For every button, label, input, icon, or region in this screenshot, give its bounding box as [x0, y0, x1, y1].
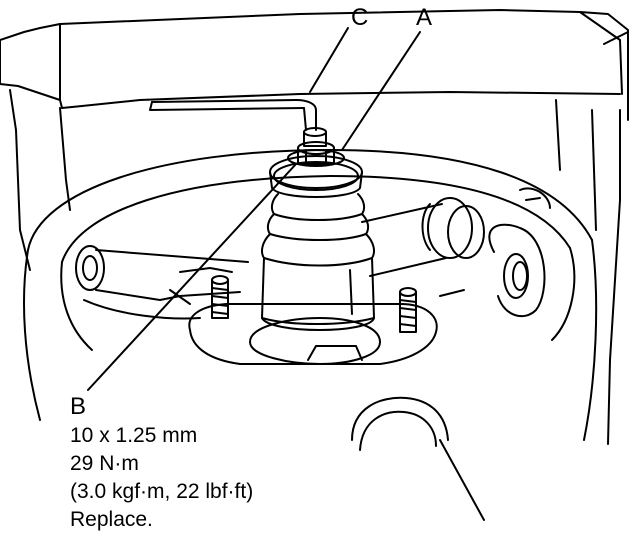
dust-boot — [261, 193, 375, 331]
callout-a: A — [416, 4, 432, 31]
lower-opening — [351, 396, 485, 521]
callout-c: C — [351, 4, 368, 31]
spec-torque-nm: 29 N·m — [70, 452, 139, 475]
body-panel — [0, 9, 629, 445]
leader-lines — [87, 27, 421, 391]
spec-torque-alt: (3.0 kgf·m, 22 lbf·ft) — [70, 480, 253, 503]
mount-stud-left — [211, 275, 229, 319]
hex-wrench — [149, 99, 317, 131]
leader-a — [341, 31, 421, 151]
leader-c — [309, 27, 349, 93]
spec-note: Replace. — [70, 508, 153, 531]
upper-seat — [269, 149, 363, 198]
right-arm — [361, 187, 551, 277]
self-locking-nut — [297, 141, 335, 165]
callout-b: B — [70, 393, 86, 420]
spec-block: 10 x 1.25 mm 29 N·m (3.0 kgf·m, 22 lbf·f… — [70, 424, 253, 531]
mount-stud-right — [399, 287, 417, 333]
spec-size: 10 x 1.25 mm — [70, 424, 197, 447]
left-arm — [75, 245, 249, 320]
right-bracket — [488, 223, 546, 318]
leader-b — [87, 163, 297, 391]
mount-flange — [169, 289, 465, 365]
